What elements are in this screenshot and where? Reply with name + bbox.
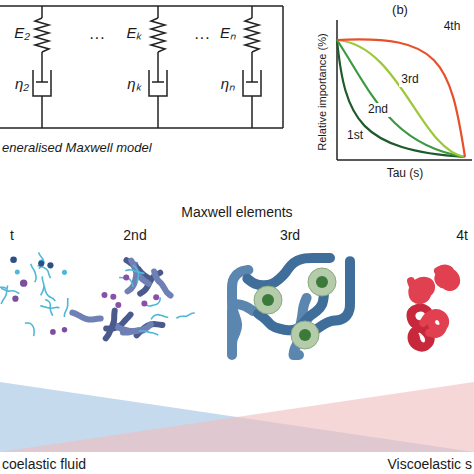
- maxwell-frame: [0, 6, 283, 128]
- fluid-wedge: [0, 382, 474, 452]
- element-label: t: [10, 228, 14, 243]
- polymer-illustrations: [0, 252, 456, 355]
- axis-end-label: coelastic fluid: [2, 457, 86, 472]
- spring-label: Eₙ: [220, 25, 236, 42]
- solid-wedge: [0, 382, 474, 452]
- dashpot-label: ηₙ: [221, 76, 235, 93]
- chart-axes: [337, 20, 472, 160]
- dashpot-label: ηₖ: [127, 76, 140, 93]
- section-title: Maxwell elements: [181, 205, 292, 220]
- axis-title: Tau (s): [387, 167, 424, 180]
- ellipsis: ···: [194, 29, 210, 47]
- panel-letter: (b): [392, 3, 408, 17]
- spring-label: Eₖ: [126, 25, 141, 42]
- element-label: 4t: [456, 228, 468, 243]
- element-label: 3rd: [280, 228, 300, 243]
- ellipsis: ···: [89, 29, 105, 47]
- curve-label: 1st: [345, 129, 365, 142]
- axis-end-label: Viscoelastic s: [387, 457, 472, 472]
- curve-label: 2nd: [366, 103, 390, 116]
- maxwell-elements: [33, 6, 261, 128]
- element-label: 2nd: [123, 228, 146, 243]
- axis-title: Relative importance (%): [316, 33, 328, 150]
- figure-caption: eneralised Maxwell model: [2, 141, 152, 155]
- curve-label: 3rd: [399, 73, 420, 86]
- spring-label: E₂: [14, 25, 30, 42]
- dashpot-label: η₂: [15, 76, 29, 93]
- chart-curves: [337, 39, 465, 157]
- curve-label: 4th: [442, 20, 463, 33]
